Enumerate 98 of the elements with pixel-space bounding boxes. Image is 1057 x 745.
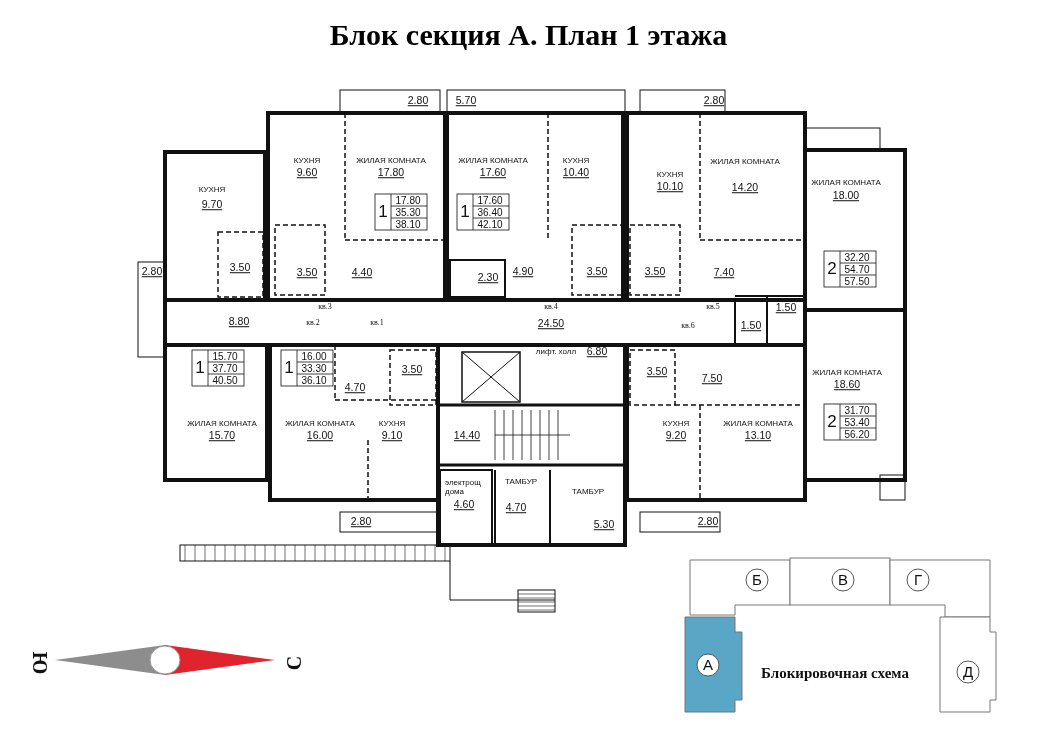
area-value: 3.50 bbox=[646, 366, 668, 378]
area-value: 24.50 bbox=[537, 318, 565, 330]
area-table-cell: 35.30 bbox=[395, 206, 421, 218]
area-value: 18.00 bbox=[832, 190, 860, 202]
area-value: 9.20 bbox=[665, 430, 687, 442]
area-value: 1.50 bbox=[740, 320, 762, 332]
room-name: КУХНЯ bbox=[562, 156, 590, 166]
apartment-number: кв.6 bbox=[681, 321, 695, 331]
room-name: ЖИЛАЯ КОМНАТА bbox=[187, 419, 257, 429]
area-table-cell: 54.70 bbox=[844, 263, 870, 275]
area-value: 3.50 bbox=[586, 266, 608, 278]
area-table-cell: 42.10 bbox=[477, 218, 503, 230]
compass-letter: Ю bbox=[29, 651, 51, 675]
block-letter: А bbox=[703, 656, 713, 674]
area-value: 14.20 bbox=[731, 182, 759, 194]
area-value: 15.70 bbox=[208, 430, 236, 442]
room-count: 1 bbox=[378, 202, 388, 222]
area-table-cell: 36.40 bbox=[477, 206, 503, 218]
area-value: 7.50 bbox=[701, 373, 723, 385]
key-plan-caption: Блокировочная схема bbox=[761, 664, 909, 682]
block-letter: Д bbox=[962, 663, 974, 681]
room-name: КУХНЯ bbox=[378, 419, 406, 429]
area-table-cell: 15.70 bbox=[212, 350, 238, 362]
area-value: 2.80 bbox=[350, 516, 372, 528]
area-table-cell: 17.60 bbox=[477, 194, 503, 206]
area-value: 1.50 bbox=[775, 302, 797, 314]
area-table-cell: 17.80 bbox=[395, 194, 421, 206]
room-name: КУХНЯ bbox=[662, 419, 690, 429]
block-letter: Г bbox=[913, 571, 923, 589]
room-name: КУХНЯ bbox=[293, 156, 321, 166]
room-count: 1 bbox=[460, 202, 470, 222]
area-table-cell: 40.50 bbox=[212, 374, 238, 386]
room-name: лифт. холл bbox=[535, 347, 577, 357]
room-count: 1 bbox=[195, 358, 205, 378]
area-value: 5.70 bbox=[455, 95, 477, 107]
area-table-cell: 33.30 bbox=[301, 362, 327, 374]
area-value: 9.70 bbox=[201, 199, 223, 211]
area-value: 7.40 bbox=[713, 267, 735, 279]
apartment-number: кв.5 bbox=[706, 302, 720, 312]
room-name: ЖИЛАЯ КОМНАТА bbox=[710, 157, 780, 167]
room-count: 1 bbox=[284, 358, 294, 378]
room-name: КУХНЯ bbox=[656, 170, 684, 180]
area-value: 4.90 bbox=[512, 266, 534, 278]
area-value: 9.60 bbox=[296, 167, 318, 179]
area-value: 5.30 bbox=[593, 519, 615, 531]
area-value: 4.60 bbox=[453, 499, 475, 511]
apartment-number: кв.1 bbox=[370, 318, 384, 328]
area-value: 10.40 bbox=[562, 167, 590, 179]
area-value: 16.00 bbox=[306, 430, 334, 442]
room-name: ТАМБУР bbox=[571, 487, 605, 497]
apartment-number: кв.3 bbox=[318, 302, 332, 312]
area-value: 2.80 bbox=[697, 516, 719, 528]
area-value: 18.60 bbox=[833, 379, 861, 391]
area-value: 17.80 bbox=[377, 167, 405, 179]
area-table-cell: 16.00 bbox=[301, 350, 327, 362]
room-count: 2 bbox=[827, 259, 837, 279]
area-value: 10.10 bbox=[656, 181, 684, 193]
area-value: 14.40 bbox=[453, 430, 481, 442]
room-name: ЖИЛАЯ КОМНАТА bbox=[285, 419, 355, 429]
area-table-cell: 36.10 bbox=[301, 374, 327, 386]
area-value: 13.10 bbox=[744, 430, 772, 442]
area-value: 6.80 bbox=[586, 346, 608, 358]
area-value: 8.80 bbox=[228, 316, 250, 328]
block-letter: В bbox=[838, 571, 848, 589]
area-value: 3.50 bbox=[229, 262, 251, 274]
area-table-cell: 53.40 bbox=[844, 416, 870, 428]
area-value: 3.50 bbox=[296, 267, 318, 279]
room-name: ЖИЛАЯ КОМНАТА bbox=[723, 419, 793, 429]
room-name: ТАМБУР bbox=[504, 477, 538, 487]
area-value: 3.50 bbox=[401, 364, 423, 376]
area-table-cell: 56.20 bbox=[844, 428, 870, 440]
area-value: 2.30 bbox=[477, 272, 499, 284]
area-table-cell: 57.50 bbox=[844, 275, 870, 287]
area-value: 2.80 bbox=[703, 95, 725, 107]
room-name: ЖИЛАЯ КОМНАТА bbox=[812, 368, 882, 378]
area-table-cell: 38.10 bbox=[395, 218, 421, 230]
room-name: КУХНЯ bbox=[198, 185, 226, 195]
title: Блок секция А. План 1 этажа bbox=[328, 18, 729, 52]
area-value: 17.60 bbox=[479, 167, 507, 179]
area-value: 4.70 bbox=[505, 502, 527, 514]
area-value: 2.80 bbox=[407, 95, 429, 107]
area-value: 4.40 bbox=[351, 267, 373, 279]
room-name: электрощ дома bbox=[445, 479, 482, 497]
area-table-cell: 32.20 bbox=[844, 251, 870, 263]
room-name: ЖИЛАЯ КОМНАТА bbox=[356, 156, 426, 166]
area-table-cell: 37.70 bbox=[212, 362, 238, 374]
room-count: 2 bbox=[827, 412, 837, 432]
room-name: ЖИЛАЯ КОМНАТА bbox=[458, 156, 528, 166]
block-letter: Б bbox=[752, 571, 762, 589]
compass-letter: С bbox=[283, 655, 305, 671]
area-value: 2.80 bbox=[141, 266, 163, 278]
apartment-number: кв.4 bbox=[544, 302, 558, 312]
room-name: ЖИЛАЯ КОМНАТА bbox=[811, 178, 881, 188]
area-value: 9.10 bbox=[381, 430, 403, 442]
area-table-cell: 31.70 bbox=[844, 404, 870, 416]
apartment-number: кв.2 bbox=[306, 318, 320, 328]
area-value: 3.50 bbox=[644, 266, 666, 278]
area-value: 4.70 bbox=[344, 382, 366, 394]
